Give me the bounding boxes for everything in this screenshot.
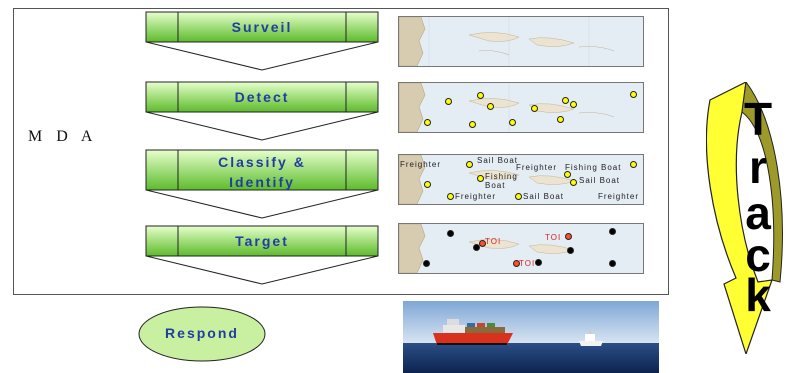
detection-dot xyxy=(466,161,473,168)
track-dot xyxy=(567,247,574,254)
vessel-label: Freighter xyxy=(598,192,640,201)
detection-dot xyxy=(424,181,431,188)
chevron-arrow-icon xyxy=(145,225,379,285)
vessel-label: Sail Boat xyxy=(477,156,519,165)
detection-dot xyxy=(469,121,476,128)
ship-photo xyxy=(403,301,659,373)
ship-photo-icon xyxy=(403,301,659,373)
detection-dot xyxy=(447,193,454,200)
vessel-label: Freighter xyxy=(516,163,558,172)
target-dot xyxy=(513,260,520,267)
step-label-detect: Detect xyxy=(234,89,290,105)
step-target: Target xyxy=(145,225,379,285)
track-dot xyxy=(423,260,430,267)
detection-dot xyxy=(570,101,577,108)
step-label-target: Target xyxy=(235,233,289,249)
detection-dot xyxy=(564,171,571,178)
detection-dot xyxy=(445,98,452,105)
toi-label: TOI xyxy=(485,237,502,246)
track-dot xyxy=(535,259,542,266)
toi-label: TOI xyxy=(519,259,536,268)
track-dot xyxy=(447,230,454,237)
vessel-label: Sail Boat xyxy=(523,192,565,201)
detection-dot xyxy=(562,97,569,104)
map-thumbnail-icon xyxy=(399,83,643,132)
chevron-arrow-icon xyxy=(145,11,379,71)
vessel-label: Sail Boat xyxy=(579,176,621,185)
step-label-classify: Classify & xyxy=(218,154,306,170)
detection-dot xyxy=(515,193,522,200)
vessel-label: Freighter xyxy=(400,160,442,169)
chevron-arrow-icon xyxy=(145,81,379,141)
detection-dot xyxy=(630,91,637,98)
map-classify: Freighter Sail Boat Freighter Fishing Bo… xyxy=(398,154,644,205)
detection-dot xyxy=(630,161,637,168)
detection-dot xyxy=(487,103,494,110)
track-letter: c xyxy=(745,229,771,281)
map-thumbnail-icon xyxy=(399,17,643,66)
track-dot xyxy=(609,228,616,235)
detection-dot xyxy=(570,179,577,186)
track-letter: a xyxy=(745,187,771,239)
curved-arrow-icon xyxy=(706,82,783,354)
target-dot xyxy=(565,233,572,240)
step-surveil: Surveil xyxy=(145,11,379,71)
detection-dot xyxy=(477,92,484,99)
detection-dot xyxy=(477,175,484,182)
detection-dot xyxy=(509,119,516,126)
track-dot xyxy=(473,244,480,251)
target-dot xyxy=(479,240,486,247)
toi-label: TOI xyxy=(545,233,562,242)
map-target: TOI TOI TOI xyxy=(398,223,644,274)
track-arrow: T r a c k xyxy=(706,82,798,354)
track-dot xyxy=(609,260,616,267)
step-label-surveil: Surveil xyxy=(231,19,293,35)
ellipse-icon xyxy=(138,306,266,362)
track-letter: k xyxy=(745,269,771,321)
map-surveil xyxy=(398,16,644,67)
step-label-identify: Identify xyxy=(229,174,295,190)
detection-dot xyxy=(557,116,564,123)
step-classify-identify: Classify & Identify xyxy=(145,149,379,219)
step-detect: Detect xyxy=(145,81,379,141)
vessel-label: Fishing xyxy=(485,172,518,181)
detection-dot xyxy=(424,119,431,126)
mda-label: M D A xyxy=(28,128,98,145)
map-detect xyxy=(398,82,644,133)
vessel-label: Boat xyxy=(485,181,506,190)
respond-node: Respond xyxy=(138,306,266,362)
detection-dot xyxy=(531,105,538,112)
vessel-label: Freighter xyxy=(455,192,497,201)
vessel-label: Fishing Boat xyxy=(565,163,622,172)
respond-label: Respond xyxy=(165,325,239,341)
chevron-arrow-icon xyxy=(145,149,379,219)
track-letter: T xyxy=(743,93,773,145)
track-letter: r xyxy=(749,141,767,193)
